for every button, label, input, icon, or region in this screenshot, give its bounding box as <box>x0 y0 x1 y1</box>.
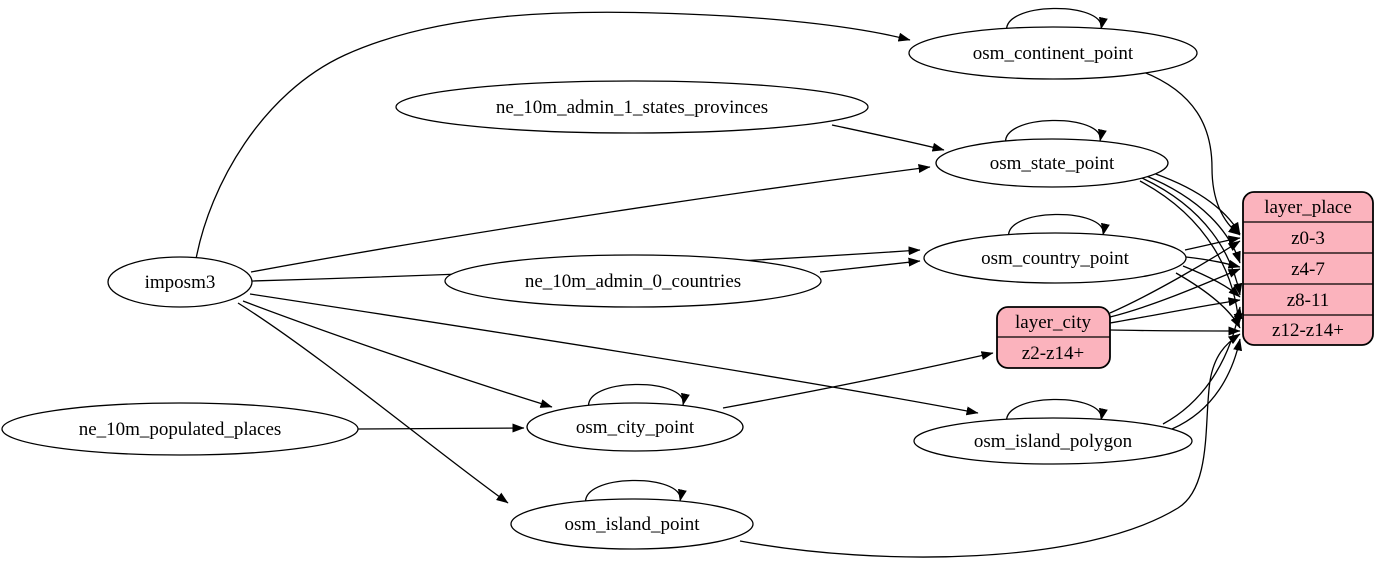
node-osm_state_point-shape <box>935 138 1169 188</box>
edge-osm_city_point-layer_city <box>722 351 994 409</box>
node-osm_continent_point: osm_continent_point <box>908 26 1198 80</box>
node-imposm3-label: imposm3 <box>145 272 216 293</box>
node-ne_10m_populated_places-shape <box>1 402 359 456</box>
record-layer_place: layer_place z0-3 z4-7 z8-11 z12-z14+ <box>1242 191 1374 346</box>
edge-imposm3-osm_island_polygon <box>249 293 979 416</box>
edge-layer_city-layer_place-z12-z14 <box>1109 326 1241 336</box>
node-ne_10m_admin_1_states_provinces-shape <box>395 80 869 134</box>
edge-osm_country_point-layer_place-z0-3 <box>1184 235 1241 251</box>
node-ne_10m_admin_0_countries-label: ne_10m_admin_0_countries <box>525 271 741 292</box>
edge-imposm3-osm_state_point <box>250 164 931 273</box>
node-osm_island_polygon-label: osm_island_polygon <box>974 431 1133 452</box>
node-osm_country_point-shape <box>923 232 1187 284</box>
edge-osm_island_point-layer_place-z12-z14 <box>739 333 1241 558</box>
node-ne_10m_admin_1_states_provinces-label: ne_10m_admin_1_states_provinces <box>496 97 768 118</box>
node-ne_10m_populated_places: ne_10m_populated_places <box>1 402 359 456</box>
record-layer_place-row-z12-z14: z12-z14+ <box>1272 320 1344 341</box>
edge-osm_island_polygon-layer_place-z12-z14 <box>1171 338 1243 430</box>
edge-osm_state_point-layer_place-z8-11 <box>1141 177 1243 296</box>
edge-layer_city-layer_place-z4-7 <box>1109 268 1241 318</box>
node-osm_island_point-shape <box>510 498 754 550</box>
record-layer_city-title: layer_city <box>1015 312 1091 333</box>
edge-ne_10m_populated_places-osm_city_point <box>357 423 525 433</box>
node-osm_state_point-label: osm_state_point <box>990 153 1115 174</box>
record-layer_city-row-z2-z14: z2-z14+ <box>1022 343 1084 364</box>
self-loop-osm_island_point <box>585 479 687 506</box>
edge-imposm3-osm_city_point <box>242 300 553 408</box>
edge-osm_state_point-layer_place-z0-3 <box>1146 170 1241 235</box>
edge-osm_country_point-layer_place-z4-7 <box>1185 256 1241 269</box>
node-osm_city_point-label: osm_city_point <box>576 417 695 438</box>
node-osm_continent_point-label: osm_continent_point <box>973 43 1134 64</box>
edge-ne_10m_admin_1_states_provinces-osm_state_point <box>831 124 945 152</box>
self-loop-osm_country_point <box>1008 213 1110 240</box>
node-osm_city_point: osm_city_point <box>526 402 744 452</box>
edge-ne_10m_admin_0_countries-osm_country_point <box>819 257 921 273</box>
self-loop-osm_island_polygon <box>1006 398 1108 425</box>
record-layer_place-row-z0-3: z0-3 <box>1291 228 1325 249</box>
node-osm_continent_point-shape <box>908 26 1198 80</box>
self-loop-osm_city_point <box>588 383 690 410</box>
edge-imposm3-osm_island_point <box>237 302 509 504</box>
node-ne_10m_admin_0_countries: ne_10m_admin_0_countries <box>444 254 822 308</box>
node-imposm3-shape <box>107 256 253 308</box>
node-osm_island_point: osm_island_point <box>510 498 754 550</box>
node-ne_10m_populated_places-label: ne_10m_populated_places <box>79 419 282 440</box>
edge-osm_state_point-layer_place-z4-7 <box>1143 174 1241 264</box>
record-layer_city: layer_city z2-z14+ <box>996 306 1111 369</box>
record-layer_place-row-z8-11: z8-11 <box>1287 290 1330 311</box>
record-layer_place-row-z4-7: z4-7 <box>1291 259 1325 280</box>
self-loop-osm_state_point <box>1005 119 1107 146</box>
edge-imposm3-osm_continent_point <box>195 11 911 260</box>
node-osm_island_polygon: osm_island_polygon <box>913 417 1193 465</box>
edge-osm_continent_point-layer_place-z0-3 <box>1140 70 1241 236</box>
node-osm_country_point-label: osm_country_point <box>981 248 1129 269</box>
node-osm_island_point-label: osm_island_point <box>564 514 700 535</box>
node-osm_city_point-shape <box>526 402 744 452</box>
node-osm_island_polygon-shape <box>913 417 1193 465</box>
node-ne_10m_admin_1_states_provinces: ne_10m_admin_1_states_provinces <box>395 80 869 134</box>
record-layer_place-shape <box>1242 191 1374 346</box>
self-loop-osm_continent_point <box>1006 7 1108 34</box>
node-osm_state_point: osm_state_point <box>935 138 1169 188</box>
edge-layer <box>195 7 1243 558</box>
record-layer_place-title: layer_place <box>1264 197 1352 218</box>
node-osm_country_point: osm_country_point <box>923 232 1187 284</box>
node-imposm3: imposm3 <box>107 256 253 308</box>
edge-layer_city-layer_place-z0-3 <box>1109 240 1241 314</box>
edge-osm_island_polygon-layer_place-z8-11 <box>1162 306 1243 425</box>
node-ne_10m_admin_0_countries-shape <box>444 254 822 308</box>
edge-layer_city-layer_place-z8-11 <box>1109 297 1241 324</box>
edge-osm_country_point-layer_place-z8-11 <box>1182 265 1241 298</box>
